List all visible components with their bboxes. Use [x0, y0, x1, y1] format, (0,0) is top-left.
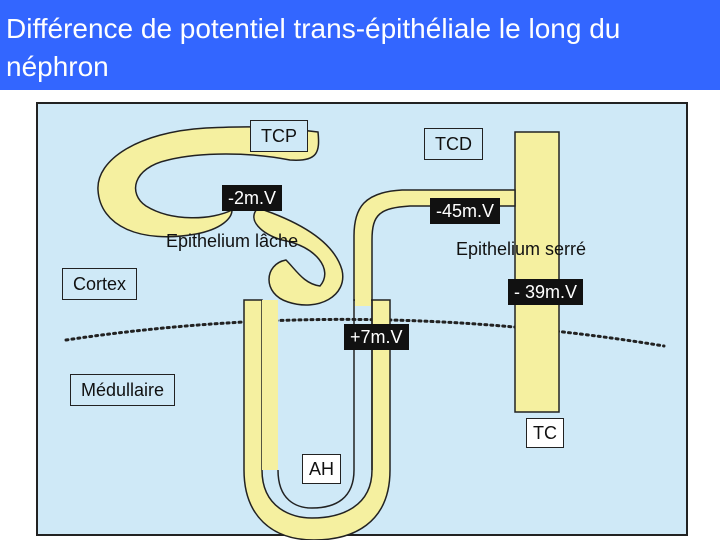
tcd-potential-badge: -45m.V — [430, 198, 501, 224]
tcp-potential-badge: -2m.V — [222, 185, 283, 211]
ah-potential-badge: +7m.V — [344, 324, 409, 350]
ascending-limb-fill — [355, 236, 371, 306]
loop-inner-curve — [277, 299, 373, 509]
proximal-tubule-coil — [97, 126, 320, 238]
tc-label: TC — [526, 418, 564, 448]
title-bar — [0, 0, 720, 90]
slide-title: Différence de potentiel trans-épithélial… — [6, 13, 621, 82]
epithelium-serre-label: Epithelium serré — [456, 239, 587, 259]
ah-label: AH — [302, 454, 342, 484]
epithelium-lache-label: Epithelium lâche — [166, 231, 299, 251]
diagram-panel — [36, 102, 688, 536]
proximal-tubule-descending — [253, 207, 344, 306]
tcd-label: TCD — [424, 128, 483, 160]
medullaire-label: Médullaire — [70, 374, 176, 406]
collecting-duct — [514, 131, 560, 413]
loop-inner-descending — [262, 300, 278, 470]
tcp-label: TCP — [250, 120, 308, 152]
tc-potential-badge: - 39m.V — [508, 279, 584, 305]
cortex-medulla-boundary — [64, 317, 666, 348]
cortex-label: Cortex — [62, 268, 138, 300]
